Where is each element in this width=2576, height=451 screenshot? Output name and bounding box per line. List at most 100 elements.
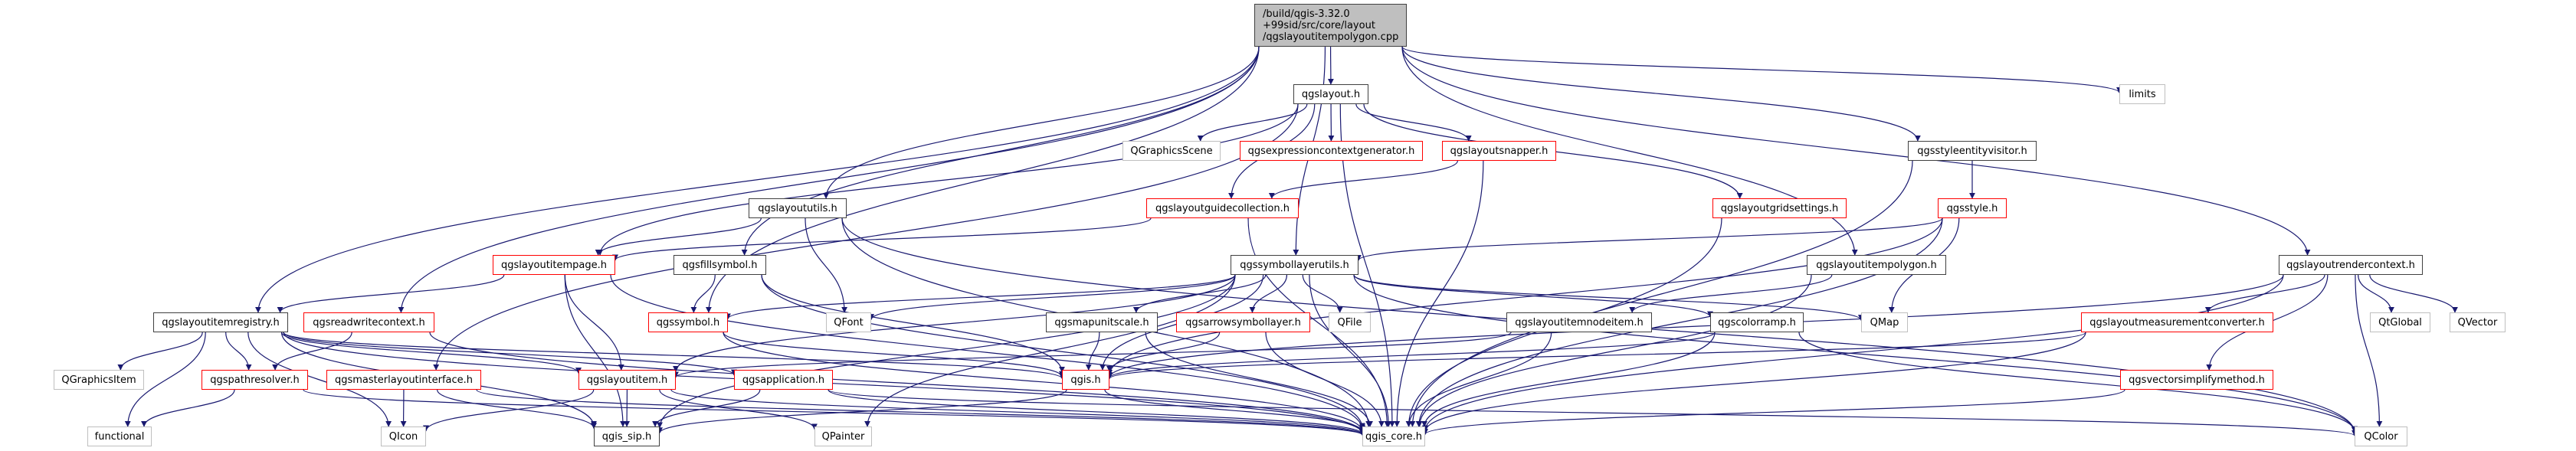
node-label: qgsexpressioncontextgenerator.h [1247, 145, 1415, 157]
node-qgslayoutguidecollection[interactable]: qgslayoutguidecollection.h [1146, 198, 1299, 218]
node-qgslayoutitempage[interactable]: qgslayoutitempage.h [493, 255, 615, 275]
node-qgslayoututils[interactable]: qgslayoututils.h [749, 198, 847, 218]
node-qgslayoutgridsettings[interactable]: qgslayoutgridsettings.h [1712, 198, 1847, 218]
node-qgslayoutsnapper[interactable]: qgslayoutsnapper.h [1442, 141, 1556, 161]
node-label: QFont [834, 316, 864, 328]
edge-qgsmasterlayoutinterface-to-qgis_core [476, 389, 1365, 436]
edge-qgsstyle-to-qgis [1106, 217, 1943, 376]
node-label: qgsapplication.h [742, 374, 825, 386]
node-label: qgslayoutguidecollection.h [1155, 202, 1290, 214]
node-label: QPainter [821, 430, 865, 443]
edge-qgspathresolver-to-qgis_core [303, 389, 1365, 436]
edge-qgspathresolver-to-functional [141, 389, 235, 427]
edge-qgsmapunitscale-to-qgis_core [1145, 332, 1374, 427]
edge-qgslayoutitem-to-qpainter [659, 389, 818, 430]
node-label: qgsvectorsimplifymethod.h [2129, 374, 2265, 386]
edge-qgslayoutrendercontext-to-qgis [1106, 274, 2284, 379]
node-qgslayoutitemnodeitem[interactable]: qgslayoutitemnodeitem.h [1506, 312, 1652, 332]
node-qgsmasterlayoutinterface[interactable]: qgsmasterlayoutinterface.h [326, 370, 481, 390]
node-qgslayout[interactable]: qgslayout.h [1293, 84, 1368, 104]
node-qgslayoutitempolygon[interactable]: qgslayoutitempolygon.h [1807, 255, 1946, 275]
node-qgscolorramp[interactable]: qgscolorramp.h [1710, 312, 1804, 332]
edge-qgslayoutguidecollection-to-qgslayoutitempage [612, 217, 1152, 261]
edge-qgslayoutitemregistry-to-qgslayoutitem [280, 332, 582, 374]
node-qgsreadwritecontext[interactable]: qgsreadwritecontext.h [303, 312, 434, 332]
node-qgsexpressioncontextgenerator[interactable]: qgsexpressioncontextgenerator.h [1240, 141, 1423, 161]
edge-qgssymbollayerutils-to-qfont [868, 274, 1236, 321]
node-qgis_core: qgis_core.h [1362, 426, 1425, 446]
edge-qgslayoutitempage-to-qgslayoutitemregistry [277, 274, 505, 313]
node-qgis_sip[interactable]: qgis_sip.h [594, 426, 660, 446]
node-label: qgslayoutitem.h [586, 374, 668, 386]
edge-qgsstyleentityvisitor-to-qgis_core [1409, 160, 1913, 427]
node-qfont: QFont [826, 312, 871, 332]
edge-qgslayoutmeasurementconverter-to-qgis_core [1422, 332, 2086, 433]
edge-qgslayoutrendercontext-to-qcolor [2355, 274, 2383, 427]
edge-qgsapplication-to-qcolor [828, 389, 2358, 436]
edge-qgsapplication-to-qgis_sip [652, 389, 761, 427]
node-qfile: QFile [1329, 312, 1371, 332]
edge-qgslayout-to-qgslayoutitempage [597, 103, 1299, 256]
node-qgssymbollayerutils[interactable]: qgssymbollayerutils.h [1231, 255, 1358, 275]
edge-qgslayoutrendercontext-to-qtglobal [2358, 274, 2394, 313]
node-qgsarrowsymbollayer[interactable]: qgsarrowsymbollayer.h [1176, 312, 1310, 332]
node-qgslayoutitemregistry[interactable]: qgslayoutitemregistry.h [153, 312, 288, 332]
edge-qgssymbollayerutils-to-qfile [1302, 274, 1343, 313]
edge-qgis-to-qgis_core [1104, 389, 1365, 433]
node-qvector: QVector [2450, 312, 2506, 332]
edge-qgslayoutitemnodeitem-to-qgis_core [1405, 332, 1552, 427]
node-label: QColor [2364, 430, 2398, 443]
edge-qgsfillsymbol-to-qgssymbol [690, 274, 716, 313]
node-limits: limits [2119, 84, 2165, 104]
node-label: limits [2129, 88, 2156, 100]
edge-qgslayoutitempolygon-to-qgslayoutitemnodeitem [1629, 274, 1833, 313]
edge-qgslayoutitemregistry-to-qicon [247, 332, 392, 427]
node-label: qgscolorramp.h [1718, 316, 1796, 328]
edge-qgssymbollayerutils-to-qgslayoutitem [673, 274, 1236, 372]
node-qgsvectorsimplifymethod[interactable]: qgsvectorsimplifymethod.h [2120, 370, 2273, 390]
edge-root-to-limits [1401, 46, 2122, 93]
edge-root-to-qgslayoutrendercontext [1401, 46, 2311, 256]
edge-qgsstyle-to-qgssymbollayerutils [1355, 217, 1943, 261]
root-file-node[interactable]: /build/qgis-3.32.0 +99sid/src/core/layou… [1254, 4, 1407, 47]
edge-qgssymbollayerutils-to-qgssymbol [725, 274, 1236, 320]
edge-qgslayoutitemnodeitem-to-qgslayoutitem [673, 332, 1512, 378]
node-qgraphicsitem: QGraphicsItem [54, 370, 144, 390]
edge-qgslayout-to-qgslayoutsnapper [1355, 103, 1472, 142]
node-qgsfillsymbol[interactable]: qgsfillsymbol.h [673, 255, 766, 275]
edge-qgssymbollayerutils-to-qgsarrowsymbollayer [1249, 274, 1288, 313]
node-label: qgis_core.h [1365, 430, 1422, 443]
root-file-path: /build/qgis-3.32.0 +99sid/src/core/layou… [1263, 8, 1398, 43]
edge-qgsarrowsymbollayer-to-qgis_core [1265, 332, 1385, 427]
edge-qgscolorramp-to-qgis [1106, 332, 1716, 379]
node-label: qgslayoutmeasurementconverter.h [2089, 316, 2265, 328]
node-qgis[interactable]: qgis.h [1062, 370, 1109, 390]
node-label: qgsmasterlayoutinterface.h [334, 374, 474, 386]
node-qgsstyleentityvisitor[interactable]: qgsstyleentityvisitor.h [1908, 141, 2037, 161]
node-qgsmapunitscale[interactable]: qgsmapunitscale.h [1046, 312, 1158, 332]
node-qgslayoutitem[interactable]: qgslayoutitem.h [578, 370, 676, 390]
edge-qgslayoutitemregistry-to-functional [124, 332, 206, 427]
edge-qgsfillsymbol-to-qgis_core [761, 274, 1365, 430]
node-label: QtGlobal [2378, 316, 2422, 328]
edge-qgslayoutsnapper-to-qgslayoutguidecollection [1268, 160, 1458, 199]
edge-qgslayoutrendercontext-to-qvector [2369, 274, 2458, 313]
edge-qgssymbollayerutils-to-qpainter [864, 274, 1236, 427]
edge-qgslayoututils-to-qgslayoutitempage [595, 217, 762, 256]
node-label: qgslayoutsnapper.h [1450, 145, 1549, 157]
node-qgsstyle[interactable]: qgsstyle.h [1938, 198, 2007, 218]
node-label: QIcon [388, 430, 418, 443]
node-qgslayoutmeasurementconverter[interactable]: qgslayoutmeasurementconverter.h [2081, 312, 2273, 332]
node-qicon: QIcon [381, 426, 426, 446]
node-label: qgspathresolver.h [210, 374, 300, 386]
edge-qgslayoutitemregistry-to-qgraphicsitem [117, 332, 203, 371]
node-label: qgslayout.h [1301, 88, 1361, 100]
node-qgslayoutrendercontext[interactable]: qgslayoutrendercontext.h [2279, 255, 2423, 275]
root-path-line: +99sid/src/core/layout [1263, 19, 1375, 31]
node-qgspathresolver[interactable]: qgspathresolver.h [202, 370, 308, 390]
node-label: qgsreadwritecontext.h [313, 316, 425, 328]
edge-qgscolorramp-to-qcolor [1798, 332, 2358, 433]
node-qgssymbol[interactable]: qgssymbol.h [648, 312, 728, 332]
edge-root-to-qgsreadwritecontext [398, 46, 1260, 313]
node-qgsapplication[interactable]: qgsapplication.h [734, 370, 833, 390]
